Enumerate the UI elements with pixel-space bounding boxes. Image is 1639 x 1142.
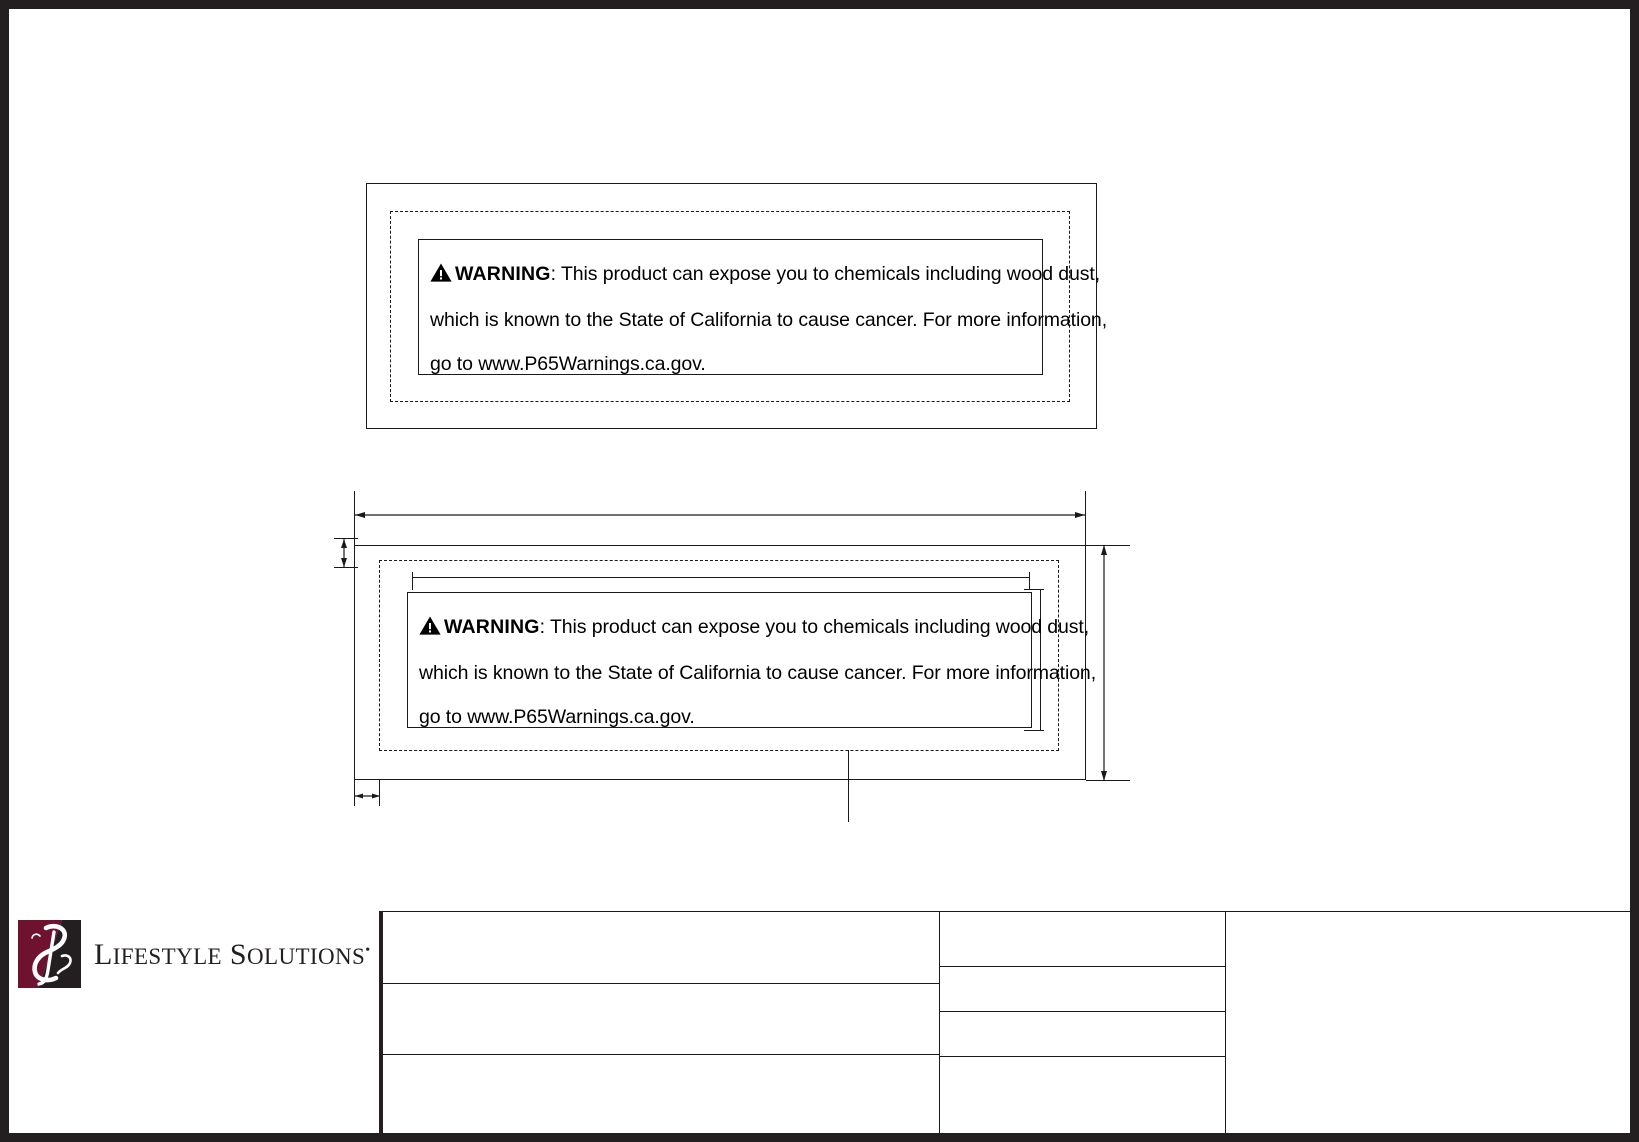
warning-line2-tail-bottom: ,: [1090, 662, 1097, 684]
title-block-left-rule-2: [383, 1054, 939, 1055]
inner-dim-ext-right: [1029, 572, 1030, 590]
wordmark-ifestyle: IFESTYLE: [112, 944, 222, 969]
title-block-top-rule: [383, 911, 1630, 912]
title-block-left-rule-1: [383, 983, 939, 984]
sheet-border-bottom: [0, 1133, 1639, 1142]
warning-triangle-icon: [430, 254, 452, 298]
lifestyle-solutions-monogram-icon: [18, 920, 81, 988]
ext-line-left-width: [354, 491, 355, 546]
title-block-mid-rule-1: [939, 966, 1225, 967]
wordmark-S: S: [221, 938, 247, 971]
dim-inner-height-ext-bottom: [1024, 730, 1044, 731]
company-logo: LIFESTYLE SOLUTIONS•: [18, 920, 370, 992]
title-block-mid-rule-3: [939, 1056, 1225, 1057]
warning-line-3b: go to www.P65Warnings.ca.gov.: [419, 695, 1029, 739]
warning-colon-bottom: :: [539, 616, 545, 638]
label-dashed-bleed-bottom: [379, 560, 1059, 751]
warning-heading-top: WARNING: [455, 263, 551, 285]
title-block: [379, 911, 1630, 1133]
dim-overall-height: [1101, 545, 1107, 781]
dim-inner-width: [412, 577, 1029, 578]
warning-line1-text-bottom: This product can expose you to chemicals…: [544, 616, 1090, 638]
warning-line3-text-top: go to www.P65Warnings.ca.gov.: [430, 353, 706, 375]
ext-line-right-width: [1085, 491, 1086, 546]
warning-text-block-bottom: WARNING: This product can expose you to …: [419, 605, 1096, 739]
wordmark-olutions: OLUTIONS: [246, 944, 366, 969]
registered-mark-icon: •: [365, 943, 371, 958]
warning-heading-bottom: WARNING: [444, 616, 540, 638]
title-block-mid-rule-2: [939, 1011, 1225, 1012]
label-textbox-top: [418, 239, 1043, 375]
warning-line2-text-top: which is known to the State of Californi…: [430, 309, 1102, 331]
label-textbox-bottom: [407, 592, 1032, 728]
logo-wordmark: LIFESTYLE SOLUTIONS•: [94, 938, 371, 972]
warning-line1-text-top: This product can expose you to chemicals…: [555, 263, 1101, 285]
sheet-border-right: [1630, 0, 1639, 1142]
warning-colon-top: :: [550, 263, 556, 285]
sheet-border-top: [0, 0, 1639, 9]
dim-inner-height-ext-top: [1024, 589, 1044, 590]
warning-line-2: which is known to the State of Californi…: [430, 298, 1107, 342]
warning-line3-text-bottom: go to www.P65Warnings.ca.gov.: [419, 706, 695, 728]
title-block-left-border: [379, 911, 383, 1133]
ext-line-height-top: [1086, 545, 1130, 546]
warning-line-1: WARNING: This product can expose you to …: [430, 252, 1100, 298]
dim-overall-width: [355, 512, 1085, 518]
warning-text-block-top: WARNING: This product can expose you to …: [430, 252, 1107, 386]
warning-line-2b: which is known to the State of Californi…: [419, 651, 1096, 695]
ext-line-left-offset-b: [379, 780, 380, 806]
dim-inner-height: [1040, 589, 1041, 731]
label-outer-border-bottom: [354, 545, 1086, 780]
ext-line-height-bottom: [1086, 780, 1130, 781]
dim-top-offset: [341, 539, 347, 567]
warning-line2-text-bottom: which is known to the State of Californi…: [419, 662, 1091, 684]
wordmark-L: L: [94, 938, 113, 971]
title-block-divider-1: [939, 911, 940, 1133]
title-block-divider-2: [1225, 911, 1226, 1133]
inner-dim-ext-left: [412, 572, 413, 590]
warning-line-1b: WARNING: This product can expose you to …: [419, 605, 1089, 651]
leader-line-bottom: [848, 750, 849, 822]
warning-triangle-icon: [419, 607, 441, 651]
label-outer-border-top: [366, 183, 1097, 429]
dim-left-offset: [355, 793, 380, 799]
warning-line2-tail-top: ,: [1101, 309, 1108, 331]
label-dashed-bleed-top: [390, 211, 1070, 402]
sheet-border-left: [0, 0, 9, 1142]
ext-line-top-offset-lower: [334, 567, 358, 568]
ext-line-top-offset-upper: [334, 538, 358, 539]
ext-line-left-offset-a: [354, 780, 355, 806]
warning-line-3: go to www.P65Warnings.ca.gov.: [430, 342, 1040, 386]
